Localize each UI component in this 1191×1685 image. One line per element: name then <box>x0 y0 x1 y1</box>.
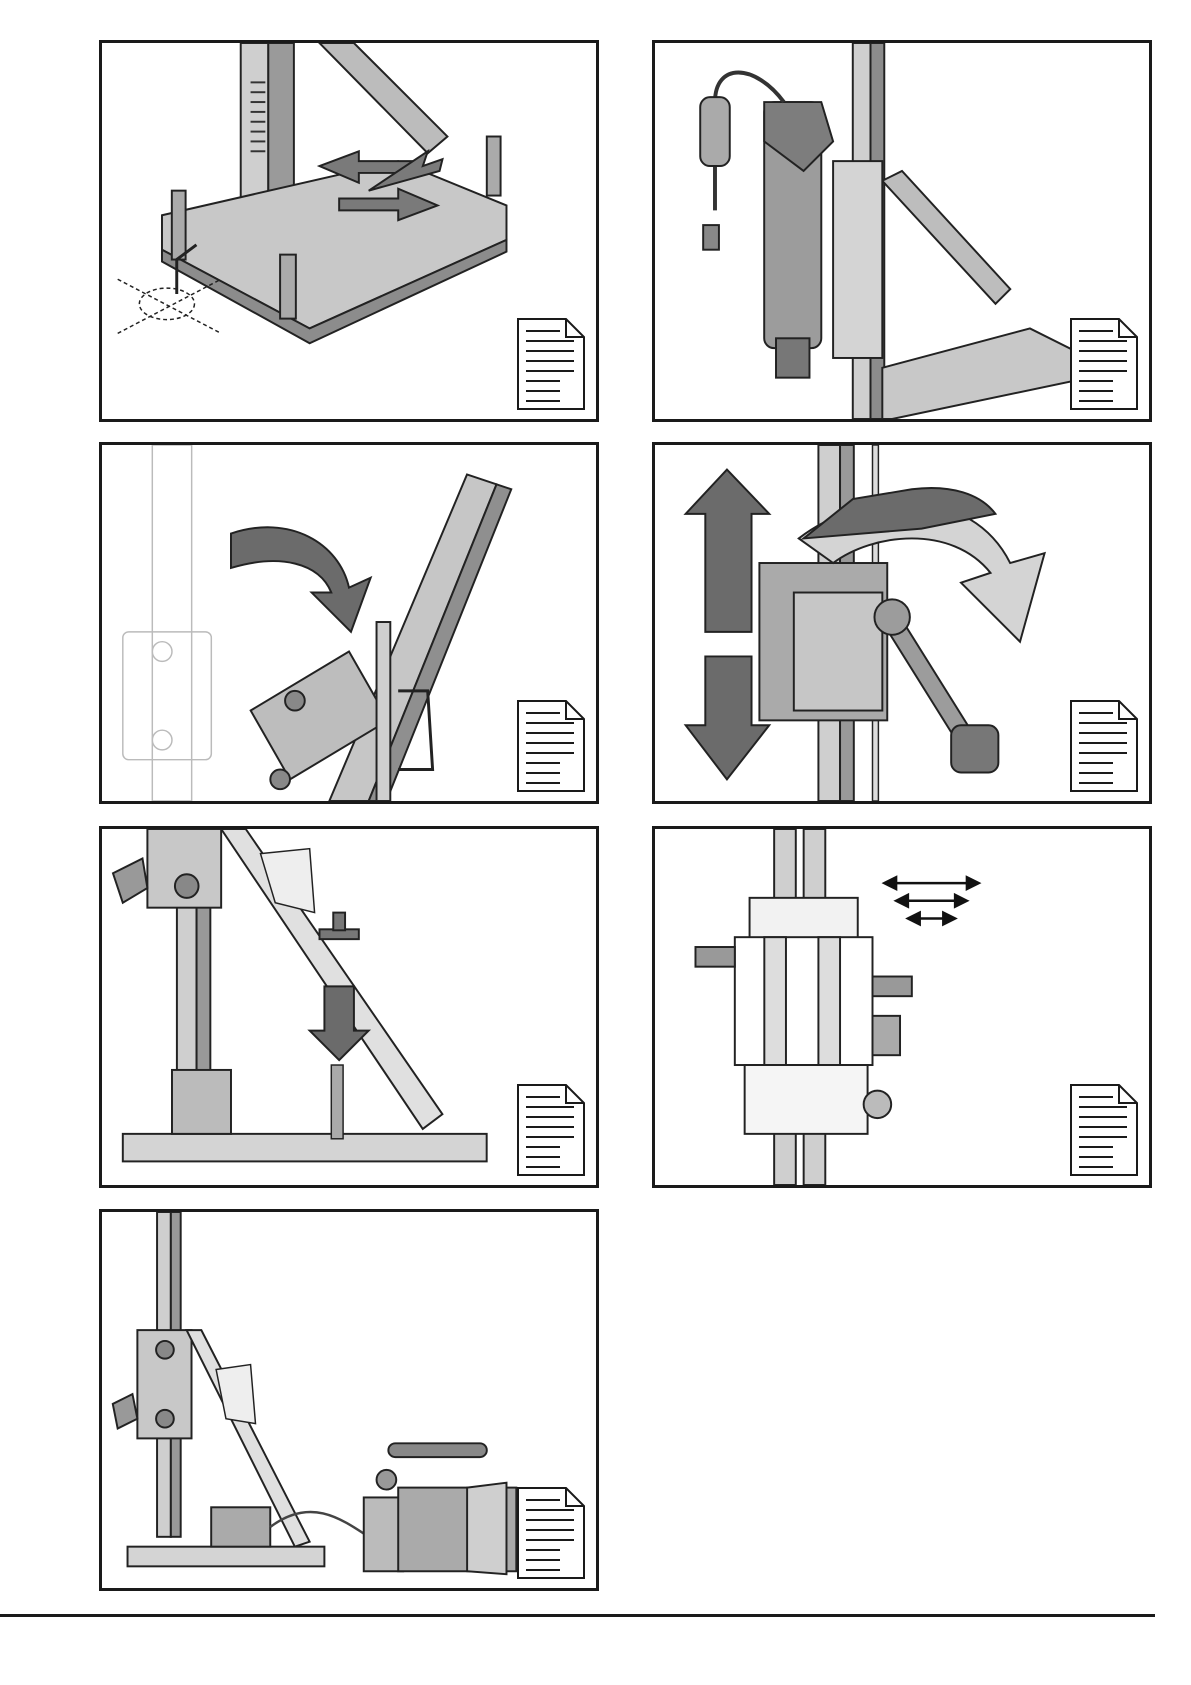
footer-rule <box>0 1614 1155 1617</box>
panel-vacuum-anchor <box>99 826 599 1188</box>
document-page-icon <box>1069 699 1139 793</box>
panel-carriage-adjustment <box>652 826 1152 1188</box>
panel-vacuum-pump <box>99 1209 599 1591</box>
document-page-icon <box>1069 1083 1139 1177</box>
document-page-icon <box>516 1083 586 1177</box>
document-page-icon <box>1069 317 1139 411</box>
panel-column-tilt <box>99 442 599 804</box>
document-page-icon <box>516 317 586 411</box>
document-page-icon <box>516 1486 586 1580</box>
panel-base-leveling <box>99 40 599 422</box>
document-page-icon <box>516 699 586 793</box>
panel-carriage-lever <box>652 442 1152 804</box>
panel-drill-mounting <box>652 40 1152 422</box>
